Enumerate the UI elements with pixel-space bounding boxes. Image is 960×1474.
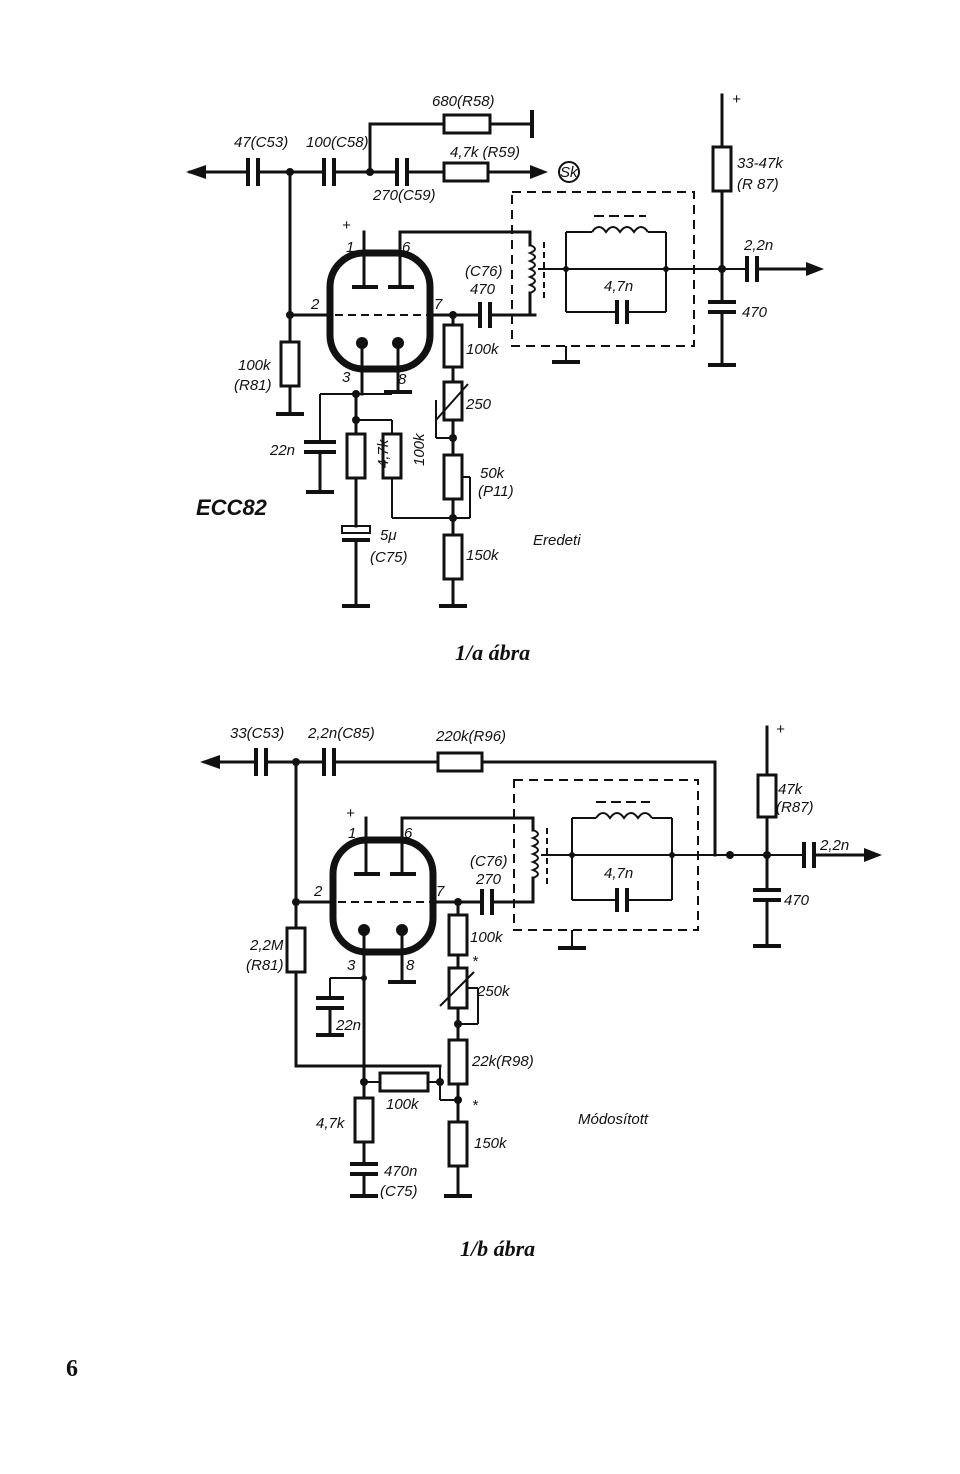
label-r87-ref: (R87) [776,799,814,816]
label-c75-ref: (C75) [370,549,408,566]
label-c75-ref: (C75) [380,1183,418,1200]
pin-label: 3 [347,957,356,974]
label-tank-cap: 4,7n [604,278,633,295]
plus-label: + [346,805,355,822]
label-c76-ref: (C76) [465,263,503,280]
label-pot: 250k [476,983,511,1000]
pin-label: 8 [406,957,415,974]
label-r98: 22k(R98) [471,1053,534,1070]
star-marker: * [472,953,479,970]
pin-label: 2 [310,296,320,313]
pin-label: 1 [346,239,354,256]
label-c58: 100(C58) [306,134,369,151]
pin-label: 3 [342,369,351,386]
label-r100k-h: 100k [386,1096,420,1113]
pin-label: 6 [402,239,411,256]
label-r87-ref: (R 87) [737,176,779,193]
label-r81-ref: (R81) [234,377,272,394]
label-r4k7: 4,7k [375,438,392,468]
pin-label: 1 [348,825,356,842]
tube-type-label: ECC82 [196,495,268,520]
label-c470: 470 [742,304,768,321]
label-c76: 470 [470,281,496,298]
label-r87: 33-47k [737,155,784,172]
label-plate-r: 100k [466,341,500,358]
label-r150k: 150k [466,547,500,564]
diagram-a: Sk [186,91,824,665]
label-r87: 47k [778,781,804,798]
label-c75: 470n [384,1163,417,1180]
label-c22n: 22n [335,1017,361,1034]
label-c75: 5μ [380,527,397,544]
variant-label: Módosított [578,1111,649,1128]
label-c59: 270(C59) [372,187,436,204]
pin-label: 2 [313,883,323,900]
variant-label: Eredeti [533,532,581,549]
sk-label: Sk [560,164,579,181]
label-r81: 100k [238,357,272,374]
label-c22n: 22n [269,442,295,459]
figure-caption-b: 1/b ábra [460,1236,535,1261]
label-out-cap: 2,2n [743,237,773,254]
label-r59: 4,7k (R59) [450,144,520,161]
label-c53: 47(C53) [234,134,288,151]
plus-label: + [776,721,785,738]
star-marker: * [472,1097,479,1114]
pin-label: 8 [398,371,407,388]
label-c76: 270 [475,871,502,888]
input-arrow-icon [186,165,206,179]
diagram-b: 33(C53) 2,2n(C85) 220k(R96) 47k (R87) 2,… [200,721,882,1261]
plus-label: + [342,217,351,234]
label-r81-ref: (R81) [246,957,284,974]
label-plate-r: 100k [470,929,504,946]
label-p11: 50k [480,465,506,482]
label-r4k7: 4,7k [316,1115,346,1132]
sk-terminal-icon [558,161,580,183]
label-c76-ref: (C76) [470,853,508,870]
label-c85: 2,2n(C85) [307,725,375,742]
output-arrow-icon [806,262,824,276]
label-r81: 2,2M [249,937,284,954]
pin-label: 6 [404,825,413,842]
pin-label: 7 [434,296,443,313]
label-tank-cap: 4,7n [604,865,633,882]
page-number: 6 [66,1356,78,1382]
label-r100k-v: 100k [411,432,428,466]
label-r96: 220k(R96) [435,728,506,745]
pin-label: 7 [436,883,445,900]
output-arrow-icon [864,848,882,862]
label-c470: 470 [784,892,810,909]
label-p11-ref: (P11) [478,483,514,500]
input-arrow-icon [200,755,220,769]
label-c53: 33(C53) [230,725,284,742]
tube-ecc82 [329,836,437,956]
tube-ecc82 [326,249,434,373]
plus-label: + [732,91,741,108]
label-out-cap: 2,2n [819,837,849,854]
label-r150k: 150k [474,1135,508,1152]
figure-caption-a: 1/a ábra [455,640,530,665]
label-pot: 250 [465,396,492,413]
label-r58: 680(R58) [432,93,495,110]
